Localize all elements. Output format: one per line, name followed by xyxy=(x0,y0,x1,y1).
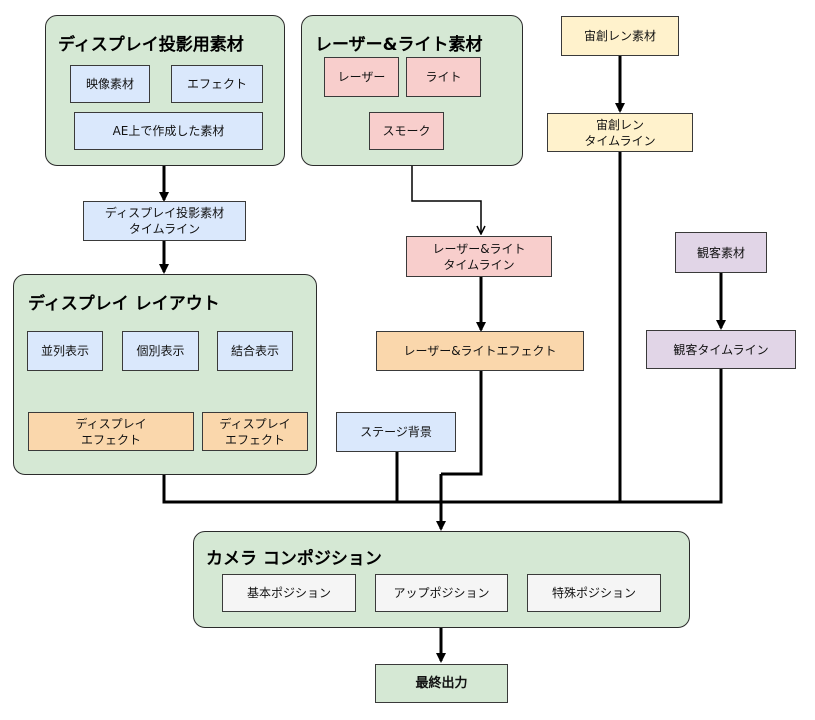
node-final-output: 最終出力 xyxy=(375,664,508,703)
edge-laser-material-to-timeline xyxy=(411,166,481,233)
edge-space-timeline-to-merge xyxy=(441,152,622,504)
edge-layout-to-merge xyxy=(162,475,441,504)
group-title-camera-composition: カメラ コンポジション xyxy=(206,549,382,569)
group-title-display-layout: ディスプレイ レイアウト xyxy=(28,294,220,314)
node-display-effect-2: ディスプレイ エフェクト xyxy=(202,412,308,451)
node-special-position: 特殊ポジション xyxy=(527,574,661,612)
node-laser-light-timeline: レーザー&ライト タイムライン xyxy=(406,236,552,277)
edge-laser-effect-to-merge xyxy=(441,371,483,476)
node-parallel-display: 並列表示 xyxy=(27,331,103,371)
node-light: ライト xyxy=(406,57,481,97)
node-audience-timeline: 観客タイムライン xyxy=(646,330,796,369)
node-effect: エフェクト xyxy=(171,65,263,103)
node-up-position: アップポジション xyxy=(375,574,508,612)
node-space-material: 宙創レン素材 xyxy=(561,16,679,56)
group-title-display-material: ディスプレイ投影用素材 xyxy=(58,35,244,55)
node-laser: レーザー xyxy=(324,57,399,97)
node-laser-light-effect: レーザー&ライトエフェクト xyxy=(376,331,584,371)
node-display-effect-1: ディスプレイ エフェクト xyxy=(28,412,194,451)
group-title-laser-light-material: レーザー&ライト素材 xyxy=(315,35,483,55)
node-individual-display: 個別表示 xyxy=(122,331,199,371)
node-space-timeline: 宙創レン タイムライン xyxy=(547,113,693,152)
node-stage-background: ステージ背景 xyxy=(336,412,456,452)
node-audience-material: 観客素材 xyxy=(675,232,767,273)
node-smoke: スモーク xyxy=(369,112,444,150)
node-video-material: 映像素材 xyxy=(70,65,150,103)
node-basic-position: 基本ポジション xyxy=(222,574,356,612)
edge-audience-timeline-to-merge xyxy=(441,369,723,504)
node-ae-material: AE上で作成した素材 xyxy=(74,112,263,150)
node-display-timeline: ディスプレイ投影素材 タイムライン xyxy=(83,201,246,241)
node-combined-display: 結合表示 xyxy=(217,331,293,371)
